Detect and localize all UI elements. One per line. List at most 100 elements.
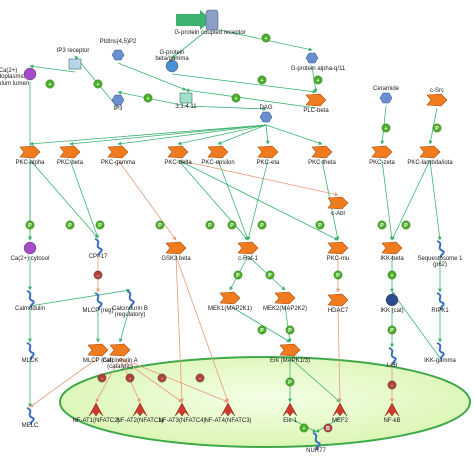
edge-pkc_epsilon-craf1 <box>217 159 249 241</box>
label-ca_er: Ca(2+) endoplasmic reticulum lumen <box>0 68 30 87</box>
edge-hdac7-mef2 <box>337 307 342 403</box>
node-ip3r <box>68 58 82 70</box>
node-ikkcat <box>385 293 399 307</box>
node-ikkg <box>436 342 445 360</box>
node-pkc_epsilon <box>207 145 229 159</box>
node-e31411 <box>179 92 193 104</box>
node-pkc_beta <box>59 145 81 159</box>
label-dag: DAG <box>259 105 273 111</box>
edge-dag-pkc_eta <box>265 124 270 145</box>
label-csrc: c-Src <box>430 88 444 94</box>
label-pkc_lambda: PKC-lambda/iota <box>407 160 453 166</box>
edge-dag-pkc_beta <box>69 124 267 146</box>
node-ikb <box>388 347 397 365</box>
badge-text: P <box>68 223 72 229</box>
label-gbg: G-protein beta/gamma <box>155 50 189 63</box>
label-ca_cyt: Ca(2+) cytosol <box>10 256 50 262</box>
label-elk1: Elk-1 <box>283 418 297 424</box>
edge-pkc_delta-cabl <box>177 159 339 197</box>
edge-calcin_cat-nfat3 <box>119 357 183 403</box>
label-plcb: PLC-beta <box>303 108 329 114</box>
label-mek2: MEK2(MAP2K2) <box>262 306 308 312</box>
edge-pkc_gamma-gsk3b <box>117 159 177 241</box>
label-nfat1: NF-AT1(NFATC2) <box>72 418 120 424</box>
badge-text: - <box>101 376 103 382</box>
badge-text: P <box>318 223 322 229</box>
edge-pkc_lambda-sqstm <box>429 159 442 241</box>
node-craf1 <box>237 241 259 255</box>
label-craf1: c-Raf-1 <box>238 256 258 262</box>
node-calmodulin <box>26 290 35 308</box>
node-nfkb <box>384 402 400 417</box>
badge-minus <box>195 373 205 383</box>
badge-text: + <box>96 82 99 88</box>
badge-minus <box>93 270 103 280</box>
badge-text: + <box>390 273 393 279</box>
badge-text: P <box>208 223 212 229</box>
label-nfat3: NF-AT3(NFATC4) <box>158 418 206 424</box>
edge-pkc_beta-cpi17 <box>69 159 99 239</box>
node-pkc_alpha <box>19 145 41 159</box>
node-calcin_reg <box>126 290 135 308</box>
node-nfat3 <box>174 402 190 417</box>
badge-p <box>257 220 267 230</box>
node-gaq <box>305 52 319 64</box>
node-pkc_theta <box>311 145 333 159</box>
edge-mek1-erk <box>229 305 291 343</box>
badge-text: P <box>260 223 264 229</box>
node-csrc <box>426 93 448 107</box>
badge-plus <box>231 93 241 103</box>
badge-p <box>95 220 105 230</box>
node-melc <box>26 407 35 425</box>
badge-text: P <box>98 223 102 229</box>
badge-plus <box>143 93 153 103</box>
badge-text: P <box>288 380 292 386</box>
badge-plus <box>257 75 267 85</box>
badge-text: + <box>234 96 237 102</box>
edge-plcb-e31411 <box>185 88 317 109</box>
edge-pkc_delta-craf1 <box>177 159 249 241</box>
label-calcin_reg: Calcineurin B (regulatory) <box>112 306 148 319</box>
label-pkc_theta: PKC-theta <box>308 160 336 166</box>
label-gsk3b: GSK3 beta <box>161 256 191 262</box>
label-ip3: IP3 <box>113 106 123 112</box>
label-ceramide: Ceramide <box>372 86 400 92</box>
badge-text: P <box>404 223 408 229</box>
edge-gsk3b-nfat4 <box>175 255 229 403</box>
badge-plus <box>381 123 391 133</box>
badge-p <box>227 220 237 230</box>
node-cabl <box>327 196 349 210</box>
label-hdac7: HDAC7 <box>327 308 349 314</box>
edge-pkc_lambda-ikkb <box>391 159 431 241</box>
label-e31411: 3.1.4.11 <box>175 104 197 110</box>
label-pkc_delta: PKC-delta <box>164 160 192 166</box>
badge-minus <box>97 373 107 383</box>
node-nfat1 <box>88 402 104 417</box>
label-mlck: MLCK <box>21 358 39 364</box>
node-nfat2 <box>132 402 148 417</box>
edge-pip2-e31411 <box>117 62 187 91</box>
badge-text: + <box>384 126 387 132</box>
node-pip2 <box>111 49 125 61</box>
node-mlcp_cat <box>87 343 109 357</box>
badge-text: P <box>288 328 292 334</box>
edge-ip3r-ca_er <box>29 64 76 73</box>
node-dag <box>259 111 273 123</box>
node-ikkb <box>381 241 403 255</box>
node-elk1 <box>282 402 298 417</box>
edge-dag-pkc_epsilon <box>217 124 267 145</box>
edge-gpcr-gaq <box>209 27 313 52</box>
badge-plus <box>261 33 271 43</box>
badge-p <box>205 220 215 230</box>
label-pip2: PtdIns(4,5)P2 <box>99 39 137 45</box>
node-mef2 <box>332 402 348 417</box>
label-cabl: c-Abl <box>331 211 345 217</box>
label-mef2: MEF2 <box>331 418 349 424</box>
node-erk <box>279 343 301 357</box>
badge-plus <box>93 79 103 89</box>
receptor-arrow-body <box>176 14 202 26</box>
edge-dag-pkc_theta <box>265 124 323 145</box>
badge-plus <box>299 423 309 433</box>
